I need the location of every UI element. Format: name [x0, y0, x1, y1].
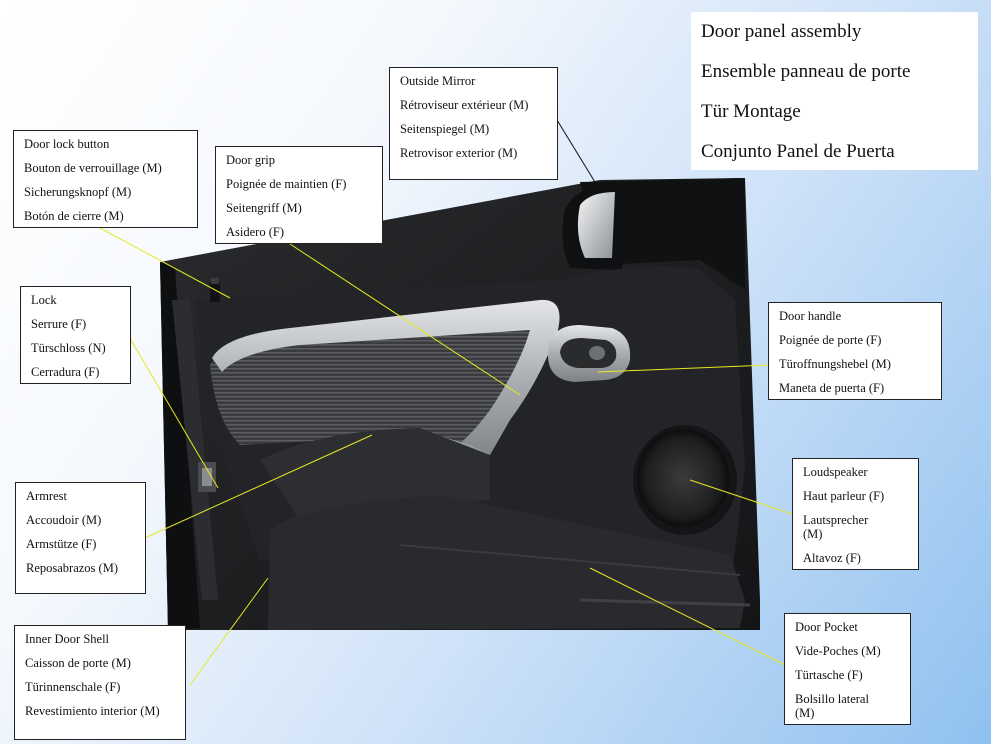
- label-door-pocket: Door Pocket Vide-Poches (M) Türtasche (F…: [784, 613, 911, 725]
- title-box: Door panel assembly Ensemble panneau de …: [691, 12, 978, 170]
- door-lock-button: [210, 278, 220, 302]
- label-en: Inner Door Shell: [25, 632, 110, 646]
- label-fr: Bouton de verrouillage (M): [24, 161, 162, 175]
- label-fr: Serrure (F): [31, 317, 87, 331]
- label-en: Door grip: [226, 153, 275, 167]
- label-fr: Accoudoir (M): [26, 513, 102, 527]
- title-es: Conjunto Panel de Puerta: [701, 141, 895, 162]
- label-de: Sicherungsknopf (M): [24, 185, 132, 199]
- label-en: Armrest: [26, 489, 67, 503]
- label-de: Seitengriff (M): [226, 201, 302, 215]
- label-es: Asidero (F): [226, 225, 284, 239]
- label-fr: Vide-Poches (M): [795, 644, 881, 658]
- door-handle: [548, 325, 631, 382]
- label-en: Lock: [31, 293, 57, 307]
- label-fr: Poignée de porte (F): [779, 333, 882, 347]
- label-es: Bolsillo lateral (M): [795, 692, 869, 720]
- label-door-handle: Door handle Poignée de porte (F) Türoffn…: [768, 302, 942, 400]
- label-armrest: Armrest Accoudoir (M) Armstütze (F) Repo…: [15, 482, 146, 594]
- label-en: Door handle: [779, 309, 842, 323]
- label-en: Loudspeaker: [803, 465, 868, 479]
- label-de: Türtasche (F): [795, 668, 863, 682]
- title-en: Door panel assembly: [701, 21, 862, 42]
- label-es: Revestimiento interior (M): [25, 704, 160, 718]
- label-de: Seitenspiegel (M): [400, 122, 490, 136]
- label-en: Outside Mirror: [400, 74, 476, 88]
- label-es: Maneta de puerta (F): [779, 381, 885, 395]
- loudspeaker: [633, 425, 737, 535]
- leader-lines: [99, 227, 796, 686]
- door-pocket: [268, 495, 751, 630]
- label-en: Door Pocket: [795, 620, 858, 634]
- label-en: Door lock button: [24, 137, 110, 151]
- outside-mirror: [562, 185, 625, 270]
- label-fr: Haut parleur (F): [803, 489, 885, 503]
- label-inner-door-shell: Inner Door Shell Caisson de porte (M) Tü…: [14, 625, 186, 740]
- label-es: Retrovisor exterior (M): [400, 146, 518, 160]
- label-loudspeaker: Loudspeaker Haut parleur (F) Lautspreche…: [792, 458, 919, 570]
- leader-line-mirror: [556, 119, 599, 188]
- label-de: Türinnenschale (F): [25, 680, 121, 694]
- label-outside-mirror: Outside Mirror Rétroviseur extérieur (M)…: [389, 67, 558, 180]
- label-es: Altavoz (F): [803, 551, 861, 565]
- label-door-lock-button: Door lock button Bouton de verrouillage …: [13, 130, 198, 228]
- label-fr: Caisson de porte (M): [25, 656, 131, 670]
- label-de: Armstütze (F): [26, 537, 97, 551]
- label-lock: Lock Serrure (F) Türschloss (N) Cerradur…: [20, 286, 131, 384]
- label-de: Türoffnungshebel (M): [779, 357, 891, 371]
- label-es: Reposabrazos (M): [26, 561, 118, 575]
- lock-latch: [198, 462, 216, 492]
- label-de: Lautsprecher (M): [803, 513, 869, 541]
- label-fr: Rétroviseur extérieur (M): [400, 98, 529, 112]
- title-fr: Ensemble panneau de porte: [701, 61, 911, 82]
- label-door-grip: Door grip Poignée de maintien (F) Seiten…: [215, 146, 383, 244]
- label-de: Türschloss (N): [31, 341, 106, 355]
- title-de: Tür Montage: [701, 101, 801, 122]
- label-fr: Poignée de maintien (F): [226, 177, 347, 191]
- label-es: Cerradura (F): [31, 365, 100, 379]
- label-es: Botón de cierre (M): [24, 209, 124, 223]
